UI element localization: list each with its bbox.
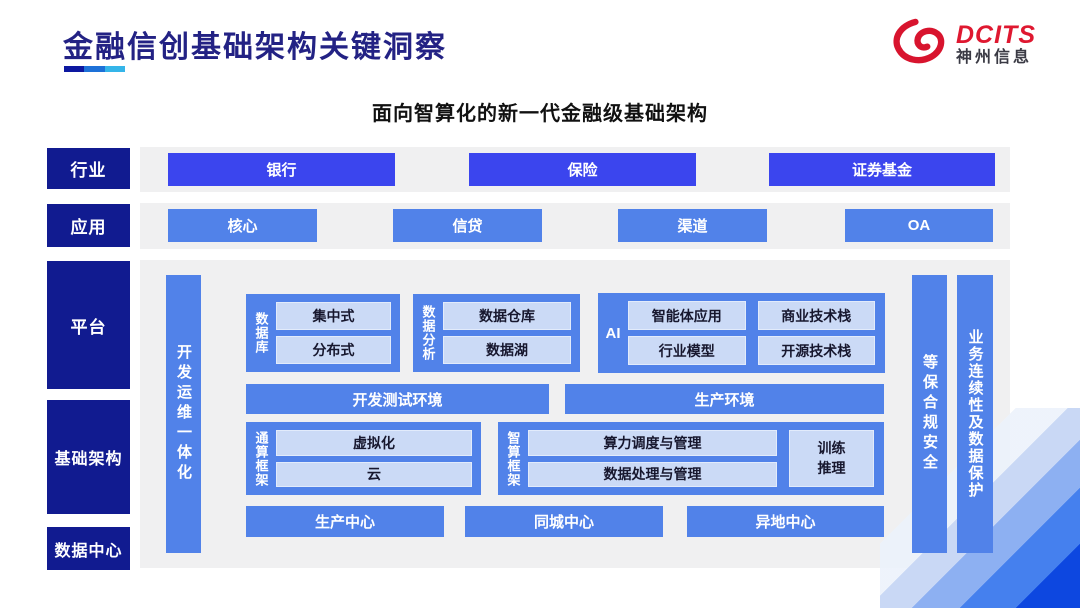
intelligent-compute-group: 智算框架 算力调度与管理 数据处理与管理 训练推理	[498, 422, 884, 495]
compliance-security-bar: 等保合规安全	[912, 275, 947, 553]
underline-segment-light	[104, 66, 125, 72]
row-label-industry: 行业	[47, 148, 130, 189]
underline-segment-dark	[64, 66, 85, 72]
analytics-item-data-lake: 数据湖	[443, 336, 571, 364]
data-analytics-group-label: 数据分析	[420, 305, 436, 361]
ai-item-agent-application: 智能体应用	[628, 301, 746, 330]
general-compute-item-cloud: 云	[276, 461, 472, 487]
devops-integration-bar: 开发运维一体化	[166, 275, 201, 553]
underline-segment-medium	[84, 66, 105, 72]
intelligent-compute-item-data-processing: 数据处理与管理	[528, 461, 777, 487]
business-continuity-bar: 业务连续性及数据保护	[957, 275, 993, 553]
center-item-same-city: 同城中心	[465, 506, 663, 537]
center-item-remote: 异地中心	[687, 506, 884, 537]
database-item-centralized: 集中式	[276, 302, 391, 330]
row-label-infrastructure: 基础架构	[47, 400, 130, 514]
dev-test-environment-bar: 开发测试环境	[246, 384, 549, 414]
dcits-swirl-icon	[892, 16, 950, 73]
database-group-label: 数据库	[253, 312, 269, 354]
intelligent-compute-group-label: 智算框架	[505, 430, 521, 487]
general-compute-item-virtualization: 虚拟化	[276, 430, 472, 456]
industry-item-securities-funds: 证券基金	[769, 153, 995, 186]
title-underline-decoration	[64, 66, 125, 72]
center-item-production: 生产中心	[246, 506, 444, 537]
application-item-core: 核心	[168, 209, 317, 242]
industry-item-insurance: 保险	[469, 153, 696, 186]
diagram-title: 面向智算化的新一代金融级基础架构	[372, 103, 708, 125]
database-group: 数据库 集中式 分布式	[246, 294, 400, 372]
row-label-platform: 平台	[47, 261, 130, 389]
logo-brand-name: DCITS	[956, 20, 1036, 49]
production-environment-bar: 生产环境	[565, 384, 884, 414]
data-analytics-group: 数据分析 数据仓库 数据湖	[413, 294, 580, 372]
logo-company-name: 神州信息	[956, 49, 1033, 67]
logo-text: DCITS 神州信息	[956, 22, 1036, 67]
intelligent-compute-item-training-inference: 训练推理	[789, 430, 874, 487]
ai-item-open-source-stack: 开源技术栈	[757, 336, 875, 365]
application-item-channel: 渠道	[618, 209, 767, 242]
general-compute-group-label: 通算框架	[253, 430, 269, 487]
application-item-credit: 信贷	[393, 209, 542, 242]
analytics-item-data-warehouse: 数据仓库	[443, 302, 571, 330]
application-item-oa: OA	[845, 209, 993, 242]
ai-item-commercial-stack: 商业技术栈	[757, 301, 875, 330]
row-label-datacenter: 数据中心	[47, 527, 130, 570]
dcits-logo: DCITS 神州信息	[892, 16, 1036, 73]
general-compute-group: 通算框架 虚拟化 云	[246, 422, 481, 495]
row-label-application: 应用	[47, 204, 130, 247]
page-title: 金融信创基础架构关键洞察	[63, 31, 447, 64]
database-item-distributed: 分布式	[276, 336, 391, 364]
ai-item-industry-model: 行业模型	[628, 336, 746, 365]
intelligent-compute-item-scheduling: 算力调度与管理	[528, 430, 777, 456]
ai-group: AI 智能体应用 商业技术栈 行业模型 开源技术栈	[598, 293, 885, 373]
ai-group-label: AI	[605, 324, 621, 342]
industry-item-bank: 银行	[168, 153, 395, 186]
